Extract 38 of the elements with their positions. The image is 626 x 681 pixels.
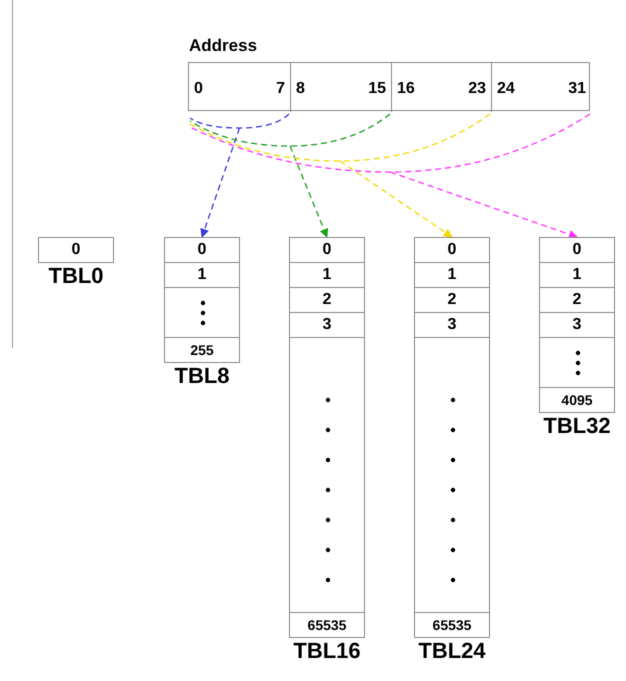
- table-entry: 0: [289, 237, 365, 263]
- bit-index: 24: [497, 78, 515, 98]
- bit-index: 8: [296, 78, 305, 98]
- table-entry: 2: [539, 287, 615, 313]
- table-name: TBL24: [418, 637, 486, 665]
- bit-index: 23: [468, 78, 486, 98]
- table-entry: 1: [539, 262, 615, 288]
- table-name: TBL0: [48, 262, 104, 290]
- table-gap-box: [164, 287, 240, 338]
- table-entry: 3: [289, 312, 365, 338]
- bit-index: 31: [568, 78, 586, 98]
- table-entry: 0: [539, 237, 615, 263]
- table-entry: 3: [539, 312, 615, 338]
- table-name: TBL8: [174, 362, 230, 390]
- table-entry: 0: [414, 237, 490, 263]
- bit-index: 16: [397, 78, 415, 98]
- bit-index: 15: [368, 78, 386, 98]
- bit-index: 7: [276, 78, 285, 98]
- table-entry: 2: [414, 287, 490, 313]
- table-entry: 0: [164, 237, 240, 263]
- table-entry: 4095: [539, 387, 615, 413]
- table-entry: 0: [38, 237, 114, 263]
- table-gap-box: [539, 337, 615, 388]
- table-name: TBL32: [543, 412, 611, 440]
- table-entry: 1: [164, 262, 240, 288]
- table-entry: 65535: [289, 612, 365, 638]
- table-entry: 255: [164, 337, 240, 363]
- table-entry: 1: [414, 262, 490, 288]
- table-name: TBL16: [293, 637, 361, 665]
- register-title: Address: [189, 35, 258, 57]
- dashed-arrow: [189, 113, 591, 239]
- table-entry: 1: [289, 262, 365, 288]
- table-entry: 65535: [414, 612, 490, 638]
- table-entry: 3: [414, 312, 490, 338]
- table-entry: 2: [289, 287, 365, 313]
- table-gap-box: [289, 337, 365, 613]
- table-gap-box: [414, 337, 490, 613]
- bit-index: 0: [194, 78, 203, 98]
